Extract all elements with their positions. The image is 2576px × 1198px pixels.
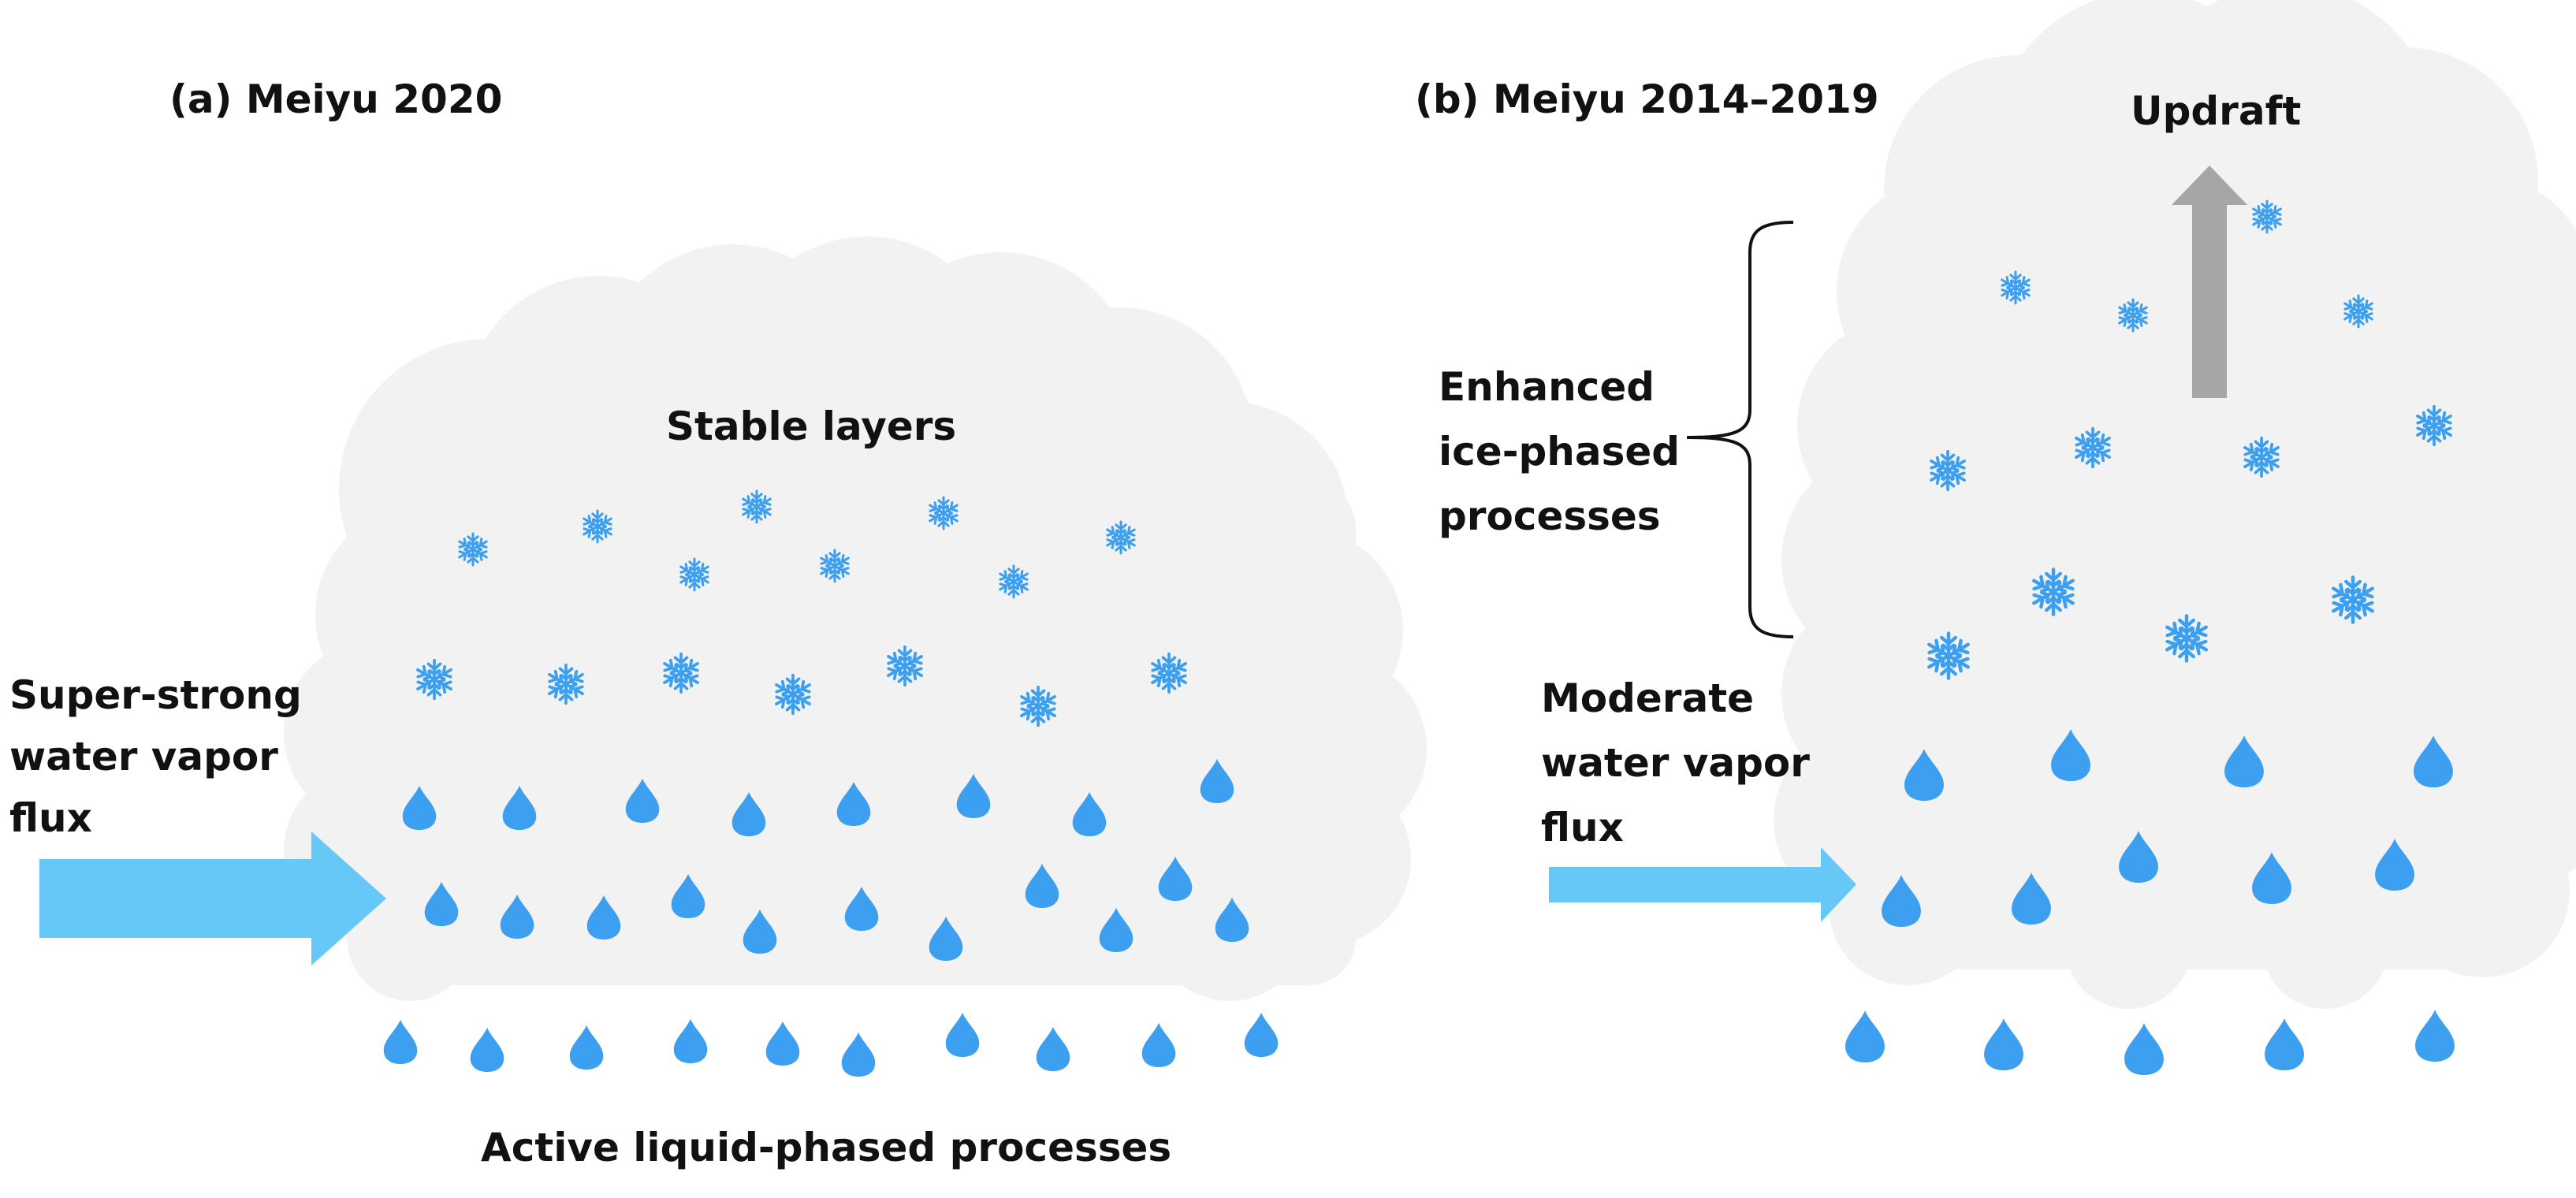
raindrop-icon [1141,1022,1176,1067]
raindrop-icon [2265,1018,2304,1070]
panel-a-title: (a) Meiyu 2020 [169,76,503,122]
label-line: Super-strong [9,672,302,718]
raindrop-icon [2124,1023,2164,1075]
raindrop-icon [841,1032,876,1077]
raindrop-icon [569,1025,604,1070]
arrow-up-icon [2172,166,2247,398]
label-line: water vapor [1541,740,1810,786]
label-line: Enhanced [1439,364,1655,410]
raindrop-icon [945,1012,980,1057]
brace-icon [1686,221,1794,638]
moderate-flux-label: Moderate water vapor flux [1541,666,1810,860]
stable-layers-label: Stable layers [666,404,957,449]
super-strong-flux-label: Super-strong water vapor flux [9,656,302,858]
label-line: ice-phased [1439,429,1681,474]
raindrop-icon [383,1019,418,1064]
label-line: flux [9,795,92,841]
panel-b-title: (b) Meiyu 2014–2019 [1415,76,1879,122]
arrow-right-icon [39,832,386,965]
updraft-label: Updraft [2131,88,2302,134]
raindrop-icon [1845,1010,1885,1062]
raindrop-icon [673,1018,708,1063]
cloud-a [284,236,1427,1001]
label-line: flux [1541,805,1624,850]
arrow-right-icon [1549,847,1856,922]
label-line: water vapor [9,734,278,779]
liquid-processes-label: Active liquid-phased processes [481,1125,1172,1170]
label-line: Moderate [1541,675,1755,721]
enhanced-ice-label: Enhanced ice-phased processes [1439,355,1680,549]
raindrop-icon [470,1027,504,1072]
raindrop-icon [1984,1018,2023,1070]
raindrop-icon [1244,1012,1279,1057]
raindrop-icon [1036,1026,1070,1071]
raindrop-icon [765,1021,800,1066]
cloud-b [1774,0,2576,1009]
raindrop-icon [2415,1010,2455,1062]
label-line: processes [1439,493,1661,539]
